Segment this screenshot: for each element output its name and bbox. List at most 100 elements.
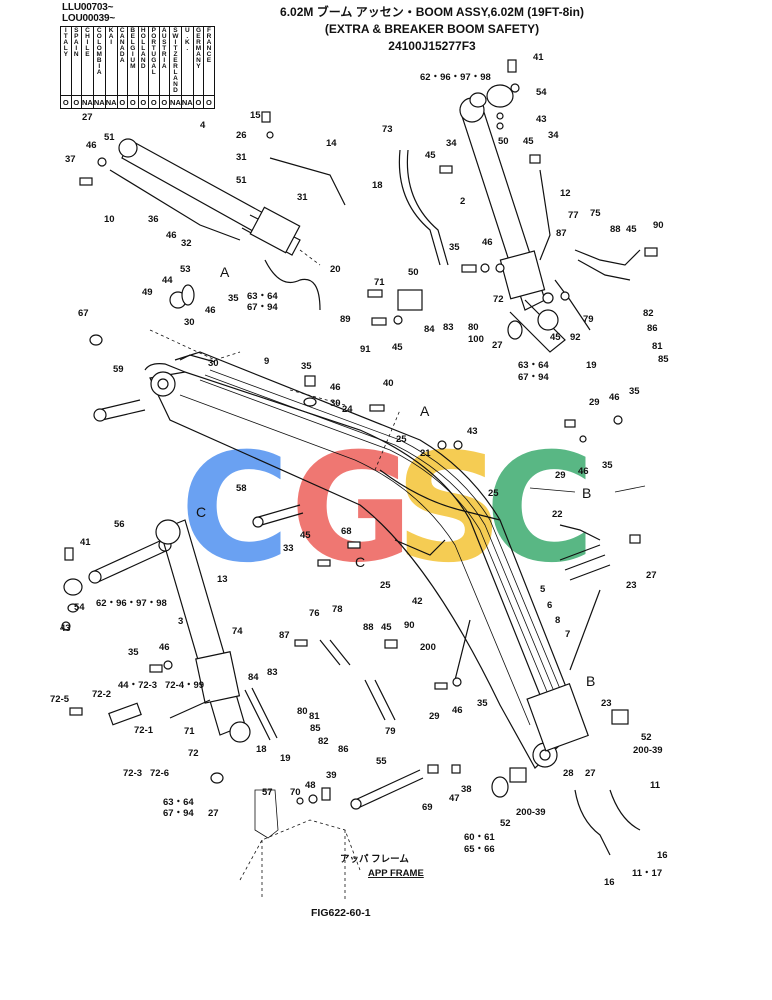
availability-mark: O	[137, 95, 150, 109]
callout-label: 11	[650, 780, 661, 791]
callout-label: 28	[563, 768, 574, 779]
part-code: 24100J15277F3	[388, 39, 476, 53]
callout-label: 3	[178, 616, 183, 627]
callout-label: 26	[236, 130, 247, 141]
callout-label: 41	[80, 537, 91, 548]
availability-mark: NA	[180, 95, 194, 109]
callout-label: 39	[326, 770, 337, 781]
section-mark-b: B	[582, 485, 591, 501]
callout-label: 13	[217, 574, 228, 585]
callout-label: 21	[420, 448, 431, 459]
callout-label: 46	[166, 230, 177, 241]
callout-label: 46	[609, 392, 620, 403]
callout-label: 200	[420, 642, 436, 653]
callout-label: 38	[461, 784, 472, 795]
hydraulic-lines	[109, 149, 641, 856]
callout-label: 92	[570, 332, 581, 343]
callout-label: 67・94	[247, 302, 278, 313]
callout-label: 35	[301, 361, 312, 372]
callout-label: 88	[363, 622, 374, 633]
callout-label: 7	[565, 629, 570, 640]
boom-cylinder-left	[155, 519, 251, 743]
callout-label: 54	[536, 87, 547, 98]
callout-label: 83	[443, 322, 454, 333]
callout-label: 29	[555, 470, 566, 481]
callout-label: 37	[65, 154, 76, 165]
watermark-letter-c2: C	[485, 422, 595, 596]
callout-label: 12	[560, 188, 571, 199]
country-name: SWITZERLAND	[171, 27, 179, 93]
callout-label: 49	[142, 287, 153, 298]
callout-label: 200-39	[516, 807, 546, 818]
country-name: PORTUGAL	[150, 27, 158, 75]
callout-label: 35	[449, 242, 460, 253]
callout-label: 72	[493, 294, 504, 305]
callout-label: 6	[547, 600, 552, 611]
callout-label: 45	[392, 342, 403, 353]
diagram-subtitle: (EXTRA & BREAKER BOOM SAFETY)	[324, 22, 540, 36]
availability-mark: O	[192, 95, 205, 109]
callout-label: 29	[429, 711, 440, 722]
arm-cylinder	[118, 138, 301, 256]
callout-label: 59	[113, 364, 124, 375]
country-name: GERMANY	[194, 27, 202, 69]
section-mark-c: C	[196, 504, 206, 520]
callout-label: 25	[488, 488, 499, 499]
callout-label: 25	[380, 580, 391, 591]
callout-label: 43	[60, 623, 71, 634]
callout-label: 33	[283, 543, 294, 554]
callout-label: 90	[404, 620, 415, 631]
country-name: CANADA	[118, 27, 126, 63]
callout-label: 4	[200, 120, 206, 131]
country-name: SPAIN	[72, 27, 80, 57]
callout-label: 24	[342, 404, 353, 415]
callout-label: 27	[646, 570, 657, 581]
availability-mark: O	[148, 95, 160, 109]
callout-label: 85	[658, 354, 669, 365]
callout-label: 36	[148, 214, 159, 225]
callout-label: 27	[82, 112, 93, 123]
availability-mark: NA	[81, 95, 94, 109]
callout-label: 46	[159, 642, 170, 653]
callout-label: 91	[360, 344, 371, 355]
callout-label: 56	[114, 519, 125, 530]
section-mark-a: A	[420, 403, 430, 419]
callout-label: 35	[477, 698, 488, 709]
watermark-letter-s: S	[395, 422, 503, 596]
part-callouts: 41 62・96・97・98 54 43 34 45 50 73 45 34 1…	[50, 52, 669, 888]
callout-label: 15	[250, 110, 261, 121]
callout-label: 71	[184, 726, 195, 737]
callout-label: 25	[396, 434, 407, 445]
callout-label: 45	[425, 150, 436, 161]
country-name-cell: CHILE	[81, 26, 94, 96]
callout-label: 86	[338, 744, 349, 755]
callout-label: 72-4・99	[165, 680, 204, 691]
section-mark-a: A	[220, 264, 230, 280]
callout-label: 16	[604, 877, 615, 888]
watermark-logo: C G S C	[180, 422, 595, 596]
callout-label: 45	[626, 224, 637, 235]
callout-label: 83	[267, 667, 278, 678]
callout-label: 16	[657, 850, 668, 861]
callout-label: 14	[326, 138, 337, 149]
callout-label: 85	[310, 723, 321, 734]
callout-label: 19	[586, 360, 597, 371]
callout-label: 72-2	[92, 689, 111, 700]
callout-label: 89	[340, 314, 351, 325]
callout-label: 45	[550, 332, 561, 343]
serial-range-1: LLU00703~	[62, 2, 114, 13]
callout-label: 45	[300, 530, 311, 541]
callout-label: 45	[523, 136, 534, 147]
callout-label: 63・64	[163, 797, 194, 808]
callout-label: 30	[208, 358, 219, 369]
callout-label: 18	[372, 180, 383, 191]
callout-label: 81	[309, 711, 320, 722]
boom-body	[144, 351, 589, 769]
country-name: KAI	[107, 27, 115, 45]
frame-label: APP FRAME	[368, 868, 424, 879]
callout-label: 46	[578, 466, 589, 477]
callout-label: 100	[468, 334, 484, 345]
callout-label: 72	[188, 748, 199, 759]
callout-label: 70	[290, 787, 301, 798]
